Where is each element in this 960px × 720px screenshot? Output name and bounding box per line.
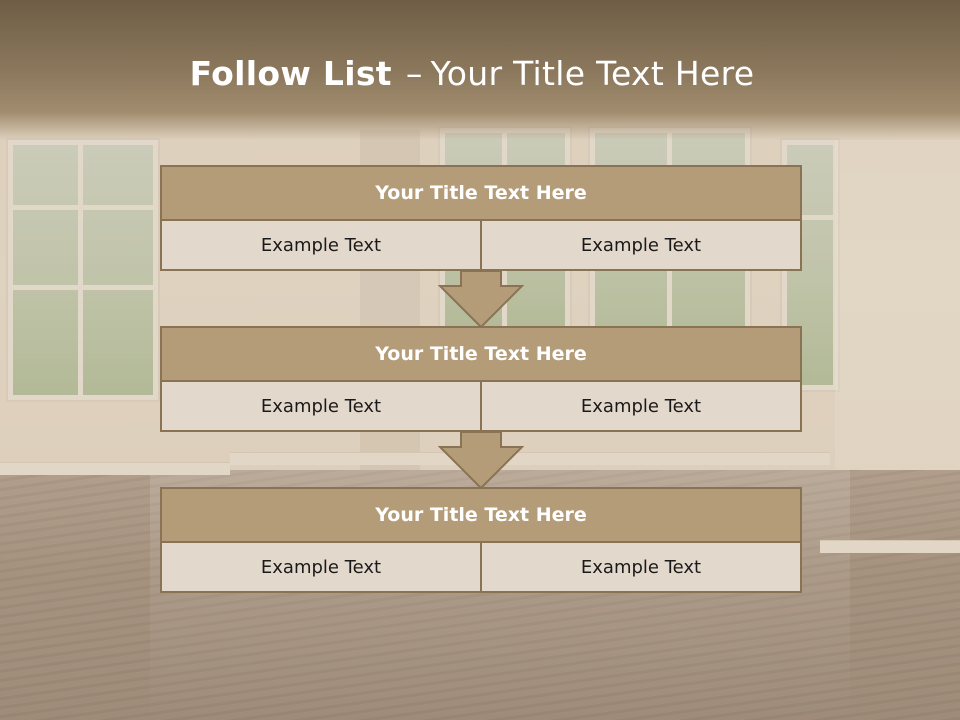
step-cell-left: Example Text	[160, 221, 482, 271]
down-arrow-icon	[438, 431, 524, 489]
baseboard	[820, 540, 960, 553]
title-rest: Your Title Text Here	[430, 54, 755, 93]
step-cell-left: Example Text	[160, 543, 482, 593]
title-banner: Follow List–Your Title Text Here	[0, 0, 960, 140]
step-title: Your Title Text Here	[160, 326, 802, 382]
step-cell-right: Example Text	[482, 221, 802, 271]
wall-shadow	[835, 140, 960, 520]
baseboard	[230, 452, 830, 465]
flow-step: Your Title Text Here Example Text Exampl…	[160, 487, 802, 593]
step-cell-right: Example Text	[482, 382, 802, 432]
title-dash: –	[405, 54, 423, 93]
flow-step: Your Title Text Here Example Text Exampl…	[160, 165, 802, 271]
step-row: Example Text Example Text	[160, 221, 802, 271]
step-cell-right: Example Text	[482, 543, 802, 593]
step-row: Example Text Example Text	[160, 382, 802, 432]
step-title: Your Title Text Here	[160, 487, 802, 543]
step-title: Your Title Text Here	[160, 165, 802, 221]
down-arrow-icon	[438, 270, 524, 328]
flow-step: Your Title Text Here Example Text Exampl…	[160, 326, 802, 432]
title-bold: Follow List	[189, 54, 392, 93]
step-row: Example Text Example Text	[160, 543, 802, 593]
page-title: Follow List–Your Title Text Here	[0, 54, 944, 93]
left-window	[8, 140, 158, 400]
baseboard	[0, 462, 230, 475]
step-cell-left: Example Text	[160, 382, 482, 432]
